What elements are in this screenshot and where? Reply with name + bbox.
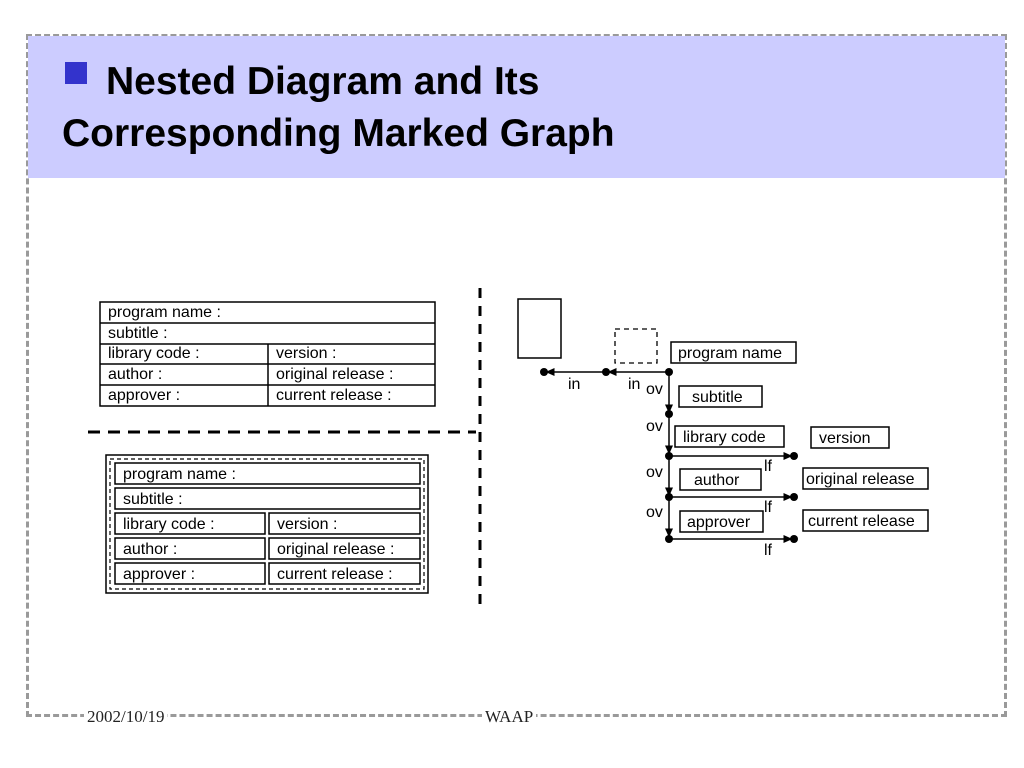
nested-library-code: library code :: [123, 516, 215, 533]
edge-label-ov-4: ov: [646, 504, 663, 521]
flat-approver: approver :: [108, 387, 180, 404]
edge-label-in-1: in: [568, 376, 580, 393]
graph-node-dot: [790, 493, 798, 501]
title-line-1: Nested Diagram and Its: [106, 60, 540, 103]
title-line-2: Corresponding Marked Graph: [62, 112, 615, 155]
edge-label-lf-2: lf: [764, 499, 773, 516]
flat-original-release: original release :: [276, 366, 393, 383]
node-version: version: [819, 430, 871, 447]
flat-current-release: current release :: [276, 387, 392, 404]
graph-node-dot: [790, 535, 798, 543]
nested-current-release: current release :: [277, 566, 393, 583]
node-author: author: [694, 472, 740, 489]
nested-form: program name : subtitle : library code :…: [105, 454, 429, 594]
flat-form: program name : subtitle : library code :…: [99, 301, 436, 407]
graph-node-dot: [602, 368, 610, 376]
nested-author: author :: [123, 541, 177, 558]
edge-label-ov-1: ov: [646, 381, 663, 398]
graph-node-dot: [665, 452, 673, 460]
dashed-box: [614, 328, 658, 364]
nested-version: version :: [277, 516, 337, 533]
marked-graph: in in ov ov ov ov lf lf lf program name: [517, 298, 929, 559]
node-library-code: library code: [683, 429, 766, 446]
flat-author: author :: [108, 366, 162, 383]
edge-label-lf-3: lf: [764, 542, 773, 559]
node-subtitle: subtitle: [692, 389, 743, 406]
root-box: [517, 298, 562, 359]
graph-node-dot: [665, 535, 673, 543]
footer-date: 2002/10/19: [84, 707, 168, 727]
graph-node-dot: [540, 368, 548, 376]
node-approver: approver: [687, 514, 751, 531]
graph-node-dot: [790, 452, 798, 460]
square-bullet-icon: [65, 62, 87, 84]
node-current-release: current release: [808, 513, 915, 530]
nested-program-name: program name :: [123, 466, 236, 483]
footer-center: WAAP: [482, 707, 537, 727]
nested-original-release: original release :: [277, 541, 394, 558]
edge-label-in-2: in: [628, 376, 640, 393]
graph-node-dot: [665, 493, 673, 501]
node-original-release: original release: [806, 471, 915, 488]
flat-library-code: library code :: [108, 345, 200, 362]
nested-approver: approver :: [123, 566, 195, 583]
edge-label-ov-3: ov: [646, 464, 663, 481]
graph-node-dot: [665, 410, 673, 418]
edge-label-lf-1: lf: [764, 458, 773, 475]
flat-subtitle: subtitle :: [108, 325, 168, 342]
node-program-name: program name: [678, 345, 782, 362]
flat-version: version :: [276, 345, 336, 362]
nested-subtitle: subtitle :: [123, 491, 183, 508]
graph-node-dot: [665, 368, 673, 376]
edge-label-ov-2: ov: [646, 418, 663, 435]
title-band: [28, 36, 1005, 178]
flat-program-name: program name :: [108, 304, 221, 321]
